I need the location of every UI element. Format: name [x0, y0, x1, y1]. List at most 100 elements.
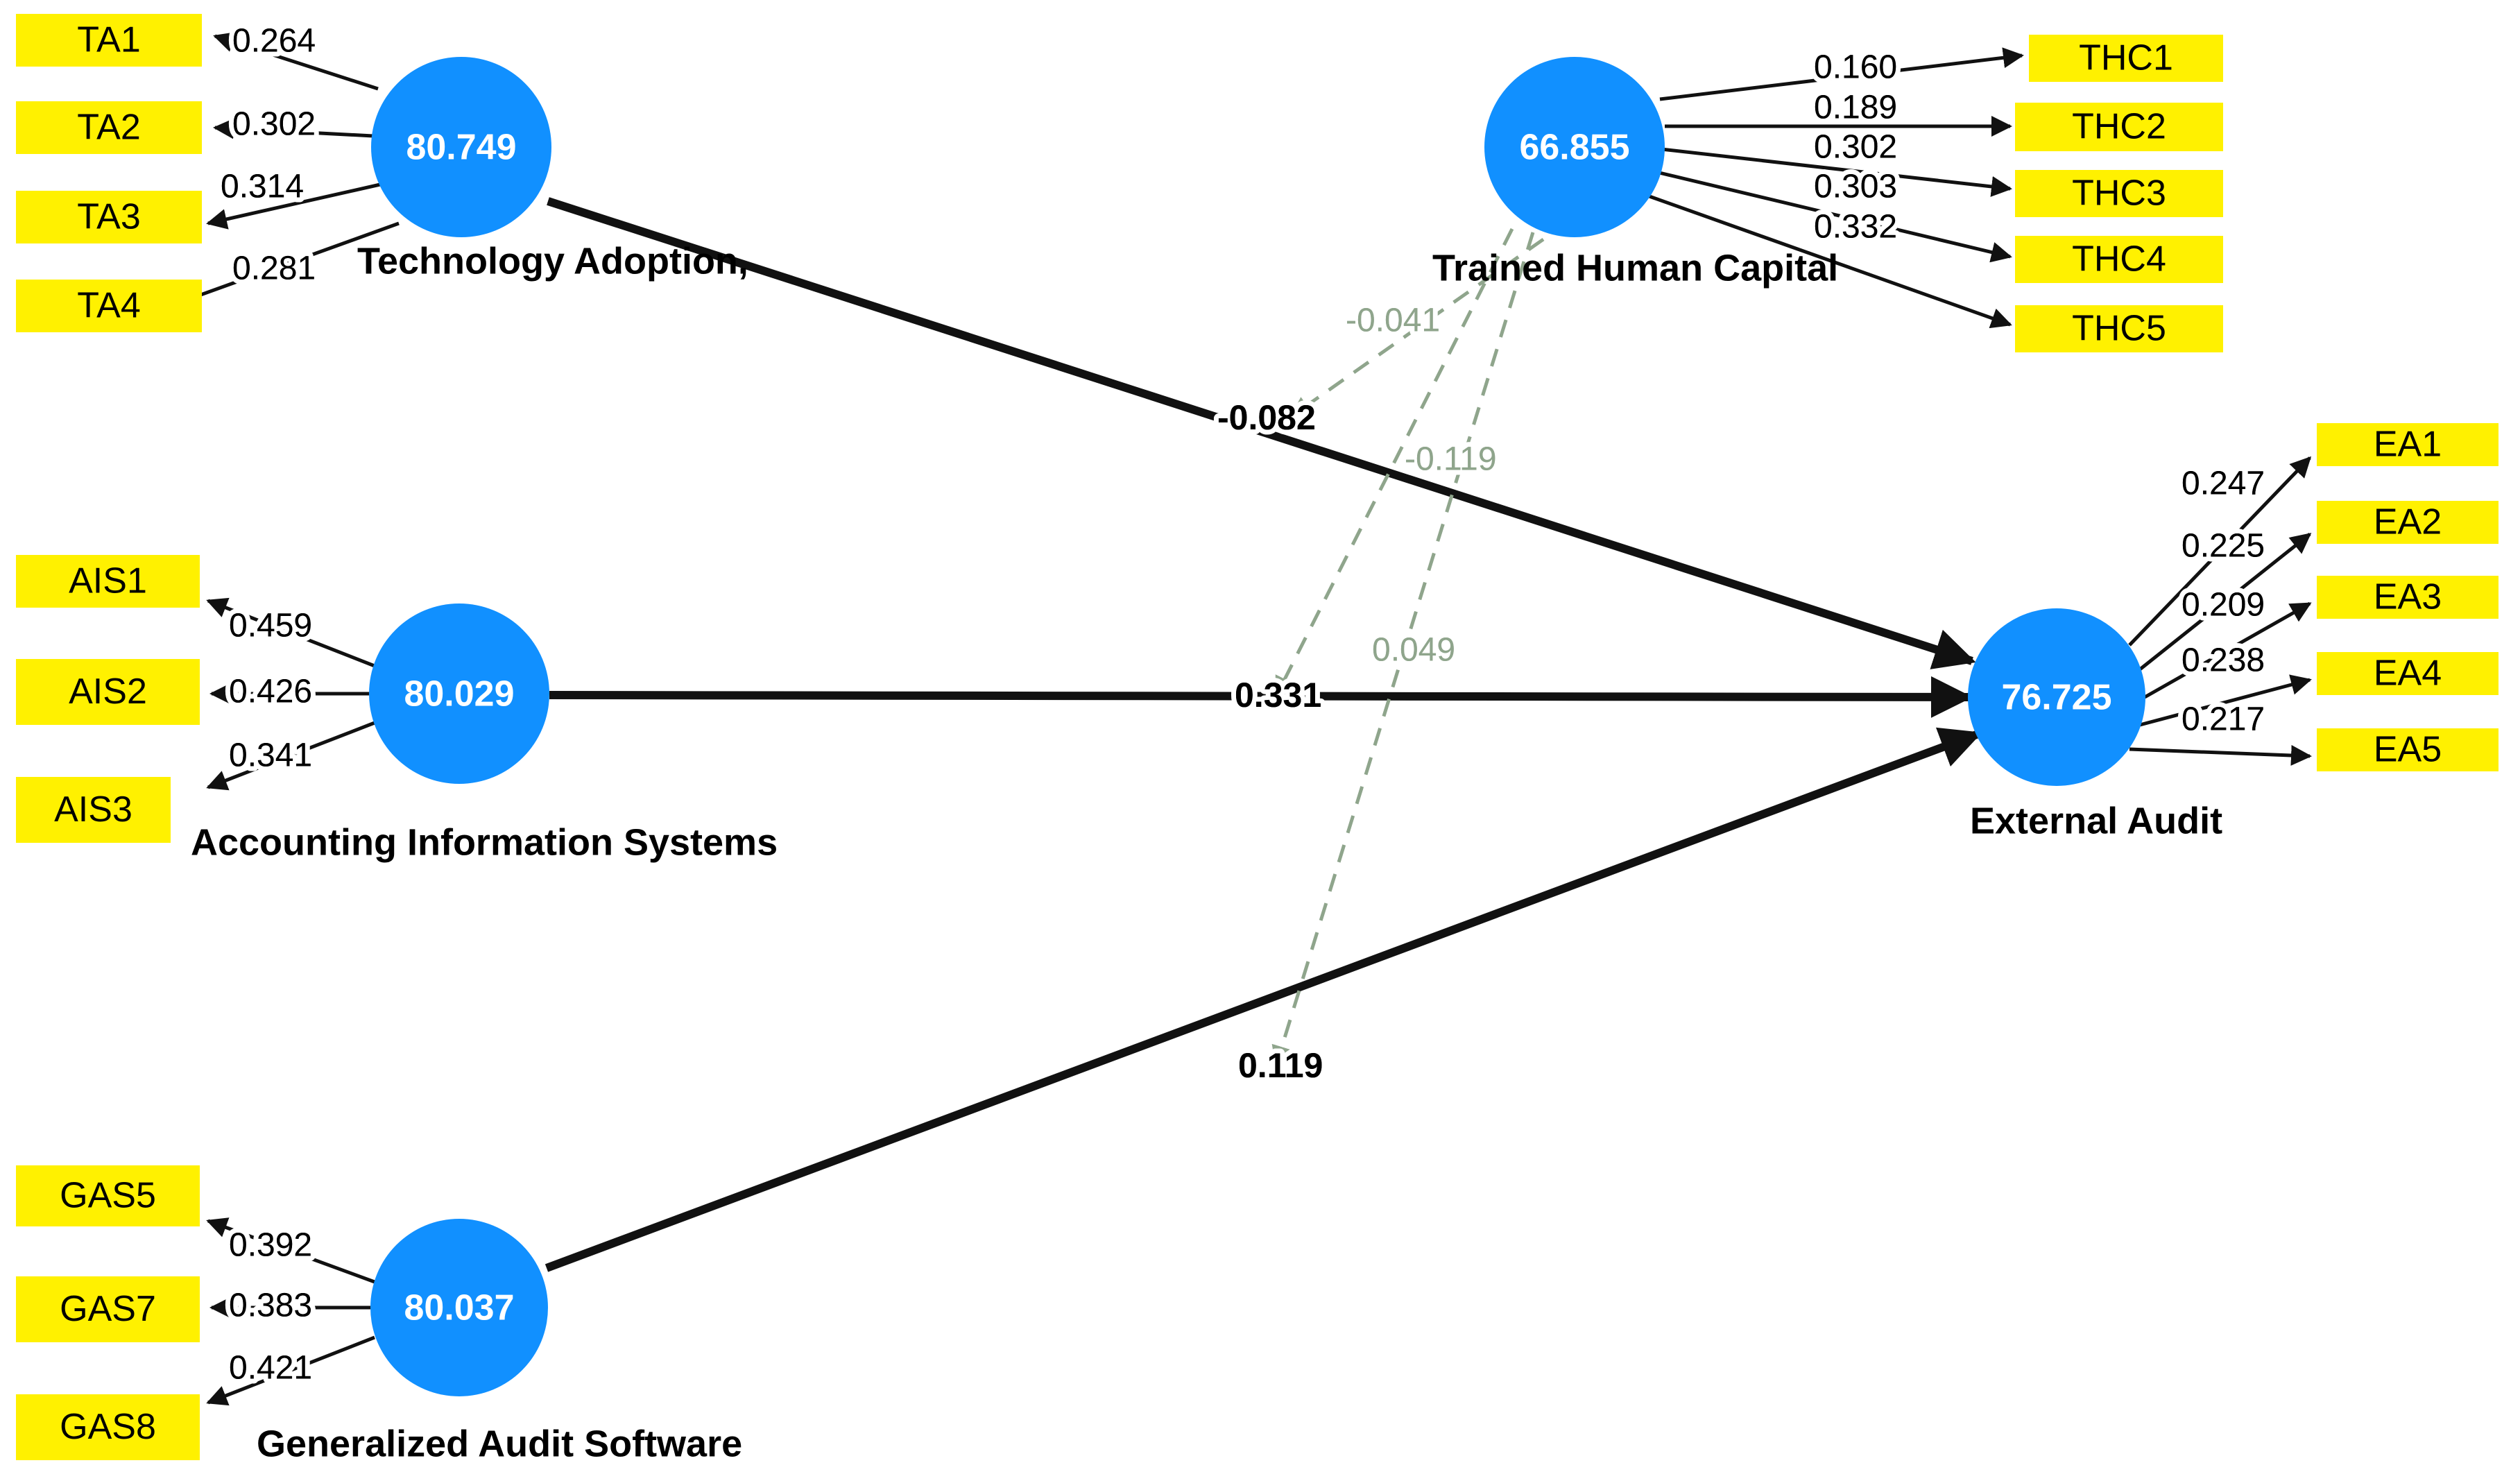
loading-label-ais-ais2: 0.426	[229, 674, 312, 710]
measurement-edge-ea-ea3	[2143, 601, 2312, 699]
indicator-ta4[interactable]: TA4	[16, 280, 202, 332]
loading-label-ais-ais1-halo: 0.459	[229, 608, 312, 644]
indicator-thc4[interactable]: THC4	[2015, 236, 2223, 283]
path-coefficient-ta-to-ea: -0.082	[1217, 398, 1316, 437]
indicator-box-ta1	[16, 14, 202, 67]
measurement-edge-group	[151, 32, 2312, 1406]
indicator-label-ais1: AIS1	[69, 561, 147, 601]
indicator-label-thc4: THC4	[2072, 239, 2166, 280]
indicator-box-ea1	[2317, 423, 2498, 466]
indicator-thc2[interactable]: THC2	[2015, 103, 2223, 151]
loading-label-ea-ea5-halo: 0.217	[2182, 701, 2265, 738]
indicator-box-ais1	[16, 555, 200, 608]
loading-label-ea-ea5: 0.217	[2182, 701, 2265, 738]
loading-label-ea-ea2-halo: 0.225	[2182, 528, 2265, 565]
construct-value-ta: 80.749	[406, 128, 516, 168]
indicator-thc3[interactable]: THC3	[2015, 170, 2223, 217]
indicator-box-ta3	[16, 191, 202, 243]
indicator-gas8[interactable]: GAS8	[16, 1394, 200, 1460]
indicator-label-ta3: TA3	[77, 197, 141, 237]
path-coefficient-gas-to-ea: 0.119	[1238, 1046, 1323, 1085]
measurement-edge-ea-ea5	[2129, 744, 2312, 766]
loading-label-gas-gas8: 0.421	[229, 1350, 312, 1387]
construct-name-thc: Trained Human Capital	[1432, 247, 1838, 289]
indicator-ais1[interactable]: AIS1	[16, 555, 200, 608]
indicator-box-ea3	[2317, 576, 2498, 619]
indicator-box-ea4	[2317, 652, 2498, 695]
construct-circle-gas	[370, 1219, 548, 1396]
indicator-label-ta4: TA4	[77, 286, 141, 326]
construct-circle-thc	[1484, 57, 1665, 237]
indicator-thc1[interactable]: THC1	[2029, 35, 2223, 82]
measurement-edge-ta-ta2	[213, 118, 374, 139]
indicator-label-ais3: AIS3	[54, 789, 132, 830]
loading-label-thc-thc5-halo: 0.332	[1814, 209, 1897, 246]
loading-label-ea-ea1-halo: 0.247	[2182, 465, 2265, 502]
construct-name-ais: Accounting Information Systems	[191, 821, 778, 863]
indicator-ea1[interactable]: EA1	[2317, 423, 2498, 466]
moderation-coefficient-ta-ea-halo: -0.041	[1346, 302, 1440, 339]
indicator-box-thc5	[2015, 305, 2223, 352]
indicator-ea2[interactable]: EA2	[2317, 501, 2498, 544]
measurement-edge-ais-ais3	[206, 721, 375, 791]
indicator-box-ea5	[2317, 728, 2498, 771]
indicator-thc5[interactable]: THC5	[2015, 305, 2223, 352]
loading-label-ta-ta3: 0.314	[221, 169, 304, 205]
indicator-label-ea5: EA5	[2374, 730, 2442, 770]
indicator-box-ea2	[2317, 501, 2498, 544]
loading-label-ta-ta4: 0.281	[232, 250, 316, 287]
loading-label-gas-gas8-halo: 0.421	[229, 1350, 312, 1387]
measurement-edge-thc-thc1	[1659, 47, 2024, 101]
construct-circle-ea	[1968, 608, 2145, 786]
measurement-edge-thc-thc3	[1661, 147, 2012, 197]
indicator-box-ta2	[16, 101, 202, 154]
measurement-edge-ta-ta1	[213, 32, 379, 91]
indicator-ea3[interactable]: EA3	[2317, 576, 2498, 619]
structural-edge-ta-to-ea	[547, 197, 1976, 669]
loading-label-ais-ais2-halo: 0.426	[229, 674, 312, 710]
indicator-box-thc2	[2015, 103, 2223, 151]
indicator-label-thc5: THC5	[2072, 309, 2166, 349]
loading-label-ea-ea2: 0.225	[2182, 528, 2265, 565]
indicator-ta2[interactable]: TA2	[16, 101, 202, 154]
path-coefficient-ta-to-ea-halo: -0.082	[1217, 398, 1316, 437]
loading-label-thc-thc5: 0.332	[1814, 209, 1897, 246]
structural-edge-gas-to-ea	[545, 727, 1982, 1272]
indicator-box-gas5	[16, 1165, 200, 1226]
indicator-label-thc2: THC2	[2072, 107, 2166, 147]
loading-label-thc-thc1-halo: 0.160	[1814, 49, 1897, 86]
moderation-coefficient-gas-ea-halo: 0.049	[1372, 632, 1455, 669]
indicator-ta1[interactable]: TA1	[16, 14, 202, 67]
indicator-label-ta1: TA1	[77, 20, 141, 60]
indicator-ais2[interactable]: AIS2	[16, 659, 200, 725]
indicator-gas5[interactable]: GAS5	[16, 1165, 200, 1226]
indicator-ea5[interactable]: EA5	[2317, 728, 2498, 771]
indicator-gas7[interactable]: GAS7	[16, 1276, 200, 1342]
indicator-label-gas7: GAS7	[60, 1289, 156, 1329]
indicator-label-thc3: THC3	[2072, 173, 2166, 214]
loading-label-thc-thc3: 0.302	[1814, 129, 1897, 166]
path-coefficient-gas-to-ea-halo: 0.119	[1238, 1046, 1323, 1085]
loading-label-thc-thc4: 0.303	[1814, 169, 1897, 205]
moderation-coefficient-ais-ea-halo: -0.119	[1405, 441, 1497, 478]
moderation-coefficient-ta-ea: -0.041	[1346, 302, 1440, 339]
indicator-ea4[interactable]: EA4	[2317, 652, 2498, 695]
indicator-ais3[interactable]: AIS3	[16, 777, 171, 843]
indicator-ta3[interactable]: TA3	[16, 191, 202, 243]
indicator-label-ta2: TA2	[77, 108, 141, 148]
loading-label-ea-ea1: 0.247	[2182, 465, 2265, 502]
loading-label-ta-ta2: 0.302	[232, 106, 316, 143]
loading-label-ta-ta3-halo: 0.314	[221, 169, 304, 205]
moderation-edge-group	[1271, 228, 1545, 1067]
indicator-label-ea2: EA2	[2374, 502, 2442, 542]
structural-edge-group	[545, 197, 1982, 1272]
measurement-edge-ea-ea4	[2139, 674, 2312, 727]
loading-label-thc-thc2: 0.189	[1814, 89, 1897, 126]
